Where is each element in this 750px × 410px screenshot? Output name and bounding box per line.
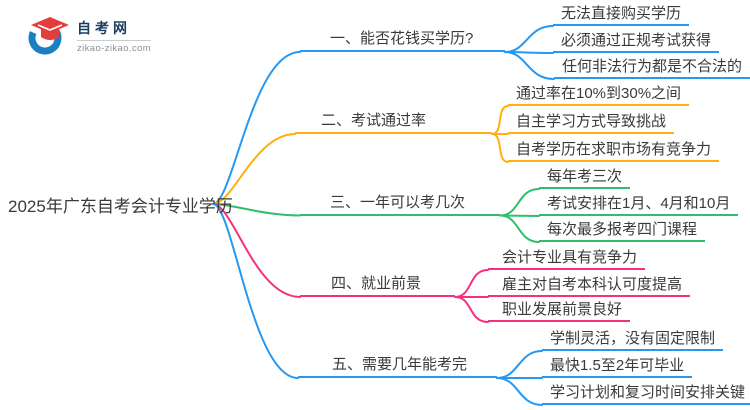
leaf-node[interactable]: 最快1.5至2年可毕业 — [542, 355, 693, 378]
connector-path — [496, 377, 543, 406]
leaf-node[interactable]: 自主学习方式导致挑战 — [508, 111, 675, 134]
leaf-node[interactable]: 学习计划和复习时间安排关键 — [542, 382, 750, 405]
branch-node-2[interactable]: 二、考试通过率 — [295, 110, 492, 134]
leaf-label: 学习计划和复习时间安排关键 — [550, 384, 746, 401]
logo-title: 自考网 — [77, 20, 131, 36]
leaf-label: 通过率在10%到30%之间 — [516, 85, 682, 102]
leaf-node[interactable]: 雇主对自考本科认可度提高 — [488, 274, 691, 297]
logo-domain: zikao-zikao.com — [77, 43, 152, 54]
connector-path — [212, 51, 301, 205]
connector-path — [504, 51, 555, 80]
leaf-label: 必须通过正规考试获得 — [561, 32, 712, 49]
leaf-node[interactable]: 必须通过正规考试获得 — [553, 30, 720, 53]
logo-text-block: 自考网 zikao-zikao.com — [77, 18, 152, 54]
root-node[interactable]: 2025年广东自考会计专业学历 — [8, 197, 233, 216]
leaf-label: 考试安排在1月、4月和10月 — [547, 195, 731, 212]
connector-path — [212, 203, 301, 298]
leaf-node[interactable]: 会计专业具有竞争力 — [488, 247, 646, 270]
leaf-label: 最快1.5至2年可毕业 — [550, 357, 685, 374]
branch-label: 一、能否花钱买学历? — [330, 30, 474, 47]
leaf-label: 无法直接购买学历 — [561, 5, 682, 22]
leaf-node[interactable]: 每次最多报考四门课程 — [539, 219, 706, 242]
leaf-node[interactable]: 任何非法行为都是不合法的 — [554, 56, 750, 79]
branch-label: 二、考试通过率 — [321, 112, 427, 129]
connector-path — [491, 105, 509, 135]
leaf-label: 任何非法行为都是不合法的 — [562, 58, 743, 75]
connector-path — [212, 203, 301, 217]
leaf-node[interactable]: 学制灵活，没有固定限制 — [542, 328, 724, 351]
leaf-node[interactable]: 考试安排在1月、4月和10月 — [539, 193, 739, 216]
connector-path — [496, 350, 543, 379]
logo-divider — [77, 40, 152, 41]
connector-path — [212, 133, 296, 205]
connector-path — [499, 214, 540, 243]
branch-node-4[interactable]: 四、就业前景 — [300, 273, 455, 297]
site-logo[interactable]: 自考网 zikao-zikao.com — [28, 16, 152, 56]
leaf-label: 学制灵活，没有固定限制 — [550, 330, 716, 347]
branch-node-3[interactable]: 三、一年可以考几次 — [300, 192, 500, 216]
connector-path — [454, 296, 489, 323]
leaf-label: 雇主对自考本科认可度提高 — [502, 276, 683, 293]
branch-label: 五、需要几年能考完 — [332, 356, 468, 373]
connector-path — [491, 133, 509, 163]
leaf-label: 自主学习方式导致挑战 — [516, 113, 667, 130]
connector-path — [499, 188, 540, 217]
leaf-label: 职业发展前景良好 — [502, 301, 623, 318]
connector-path — [454, 269, 489, 298]
leaf-node[interactable]: 无法直接购买学历 — [553, 3, 690, 26]
leaf-label: 会计专业具有竞争力 — [502, 249, 638, 266]
leaf-label: 每年考三次 — [547, 168, 623, 185]
leaf-node[interactable]: 每年考三次 — [539, 166, 631, 189]
branch-node-1[interactable]: 一、能否花钱买学历? — [300, 28, 505, 52]
leaf-node[interactable]: 职业发展前景良好 — [488, 299, 631, 322]
branch-node-5[interactable]: 五、需要几年能考完 — [298, 354, 497, 378]
leaf-label: 自考学历在求职市场有竞争力 — [516, 141, 712, 158]
branch-label: 四、就业前景 — [331, 275, 422, 292]
connector-path — [504, 25, 554, 53]
logo-graduation-cap-icon — [28, 17, 69, 55]
connector-path — [212, 203, 299, 379]
branch-label: 三、一年可以考几次 — [330, 193, 466, 211]
leaf-label: 每次最多报考四门课程 — [547, 221, 698, 238]
leaf-node[interactable]: 自考学历在求职市场有竞争力 — [508, 139, 720, 162]
leaf-node[interactable]: 通过率在10%到30%之间 — [508, 83, 690, 106]
